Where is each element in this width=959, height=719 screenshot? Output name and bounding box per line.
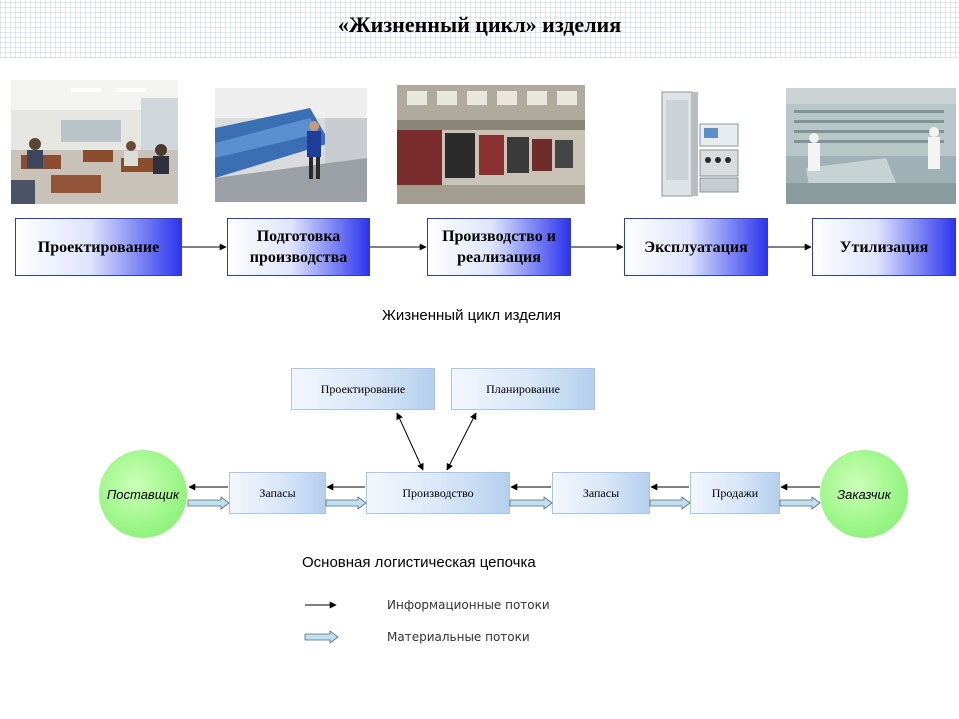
- supplier-circle: Поставщик: [99, 450, 187, 538]
- photo-equipment-cabinet: [652, 90, 748, 202]
- info-arrow-planning-production: [446, 412, 477, 471]
- box-sales: Продажи: [690, 472, 780, 514]
- legend-material-arrow: [304, 630, 339, 644]
- photo-control-room: [786, 88, 956, 204]
- photo-design-office: [11, 80, 178, 204]
- legend-info-flows-label: Информационные потоки: [387, 598, 550, 612]
- stage-operation: Эксплуатация: [624, 218, 768, 276]
- photo-production-preparation: [215, 88, 367, 202]
- material-arrow-production-stock: [509, 496, 553, 510]
- legend-material-flows-label: Материальные потоки: [387, 630, 530, 644]
- info-arrow-design-production: [396, 412, 424, 471]
- lifecycle-caption: Жизненный цикл изделия: [382, 307, 562, 324]
- box-stock-right: Запасы: [552, 472, 650, 514]
- stage-production-preparation: Подготовка производства: [227, 218, 370, 276]
- material-arrow-supplier-stock: [187, 496, 230, 510]
- box-production: Производство: [366, 472, 510, 514]
- stage-design: Проектирование: [15, 218, 182, 276]
- material-arrow-stock-sales: [649, 496, 691, 510]
- customer-circle: Заказчик: [820, 450, 908, 538]
- box-design: Проектирование: [291, 368, 435, 410]
- title-band: [0, 0, 959, 58]
- material-arrow-sales-customer: [779, 496, 821, 510]
- stage-production-and-sale: Производство и реализация: [427, 218, 571, 276]
- logistics-caption: Основная логистическая цепочка: [302, 554, 536, 571]
- photo-factory-floor: [397, 85, 585, 204]
- box-stock-left: Запасы: [229, 472, 326, 514]
- page-title: «Жизненный цикл» изделия: [337, 12, 622, 37]
- box-planning: Планирование: [451, 368, 595, 410]
- material-arrow-stock-production: [325, 496, 367, 510]
- stage-disposal: Утилизация: [812, 218, 956, 276]
